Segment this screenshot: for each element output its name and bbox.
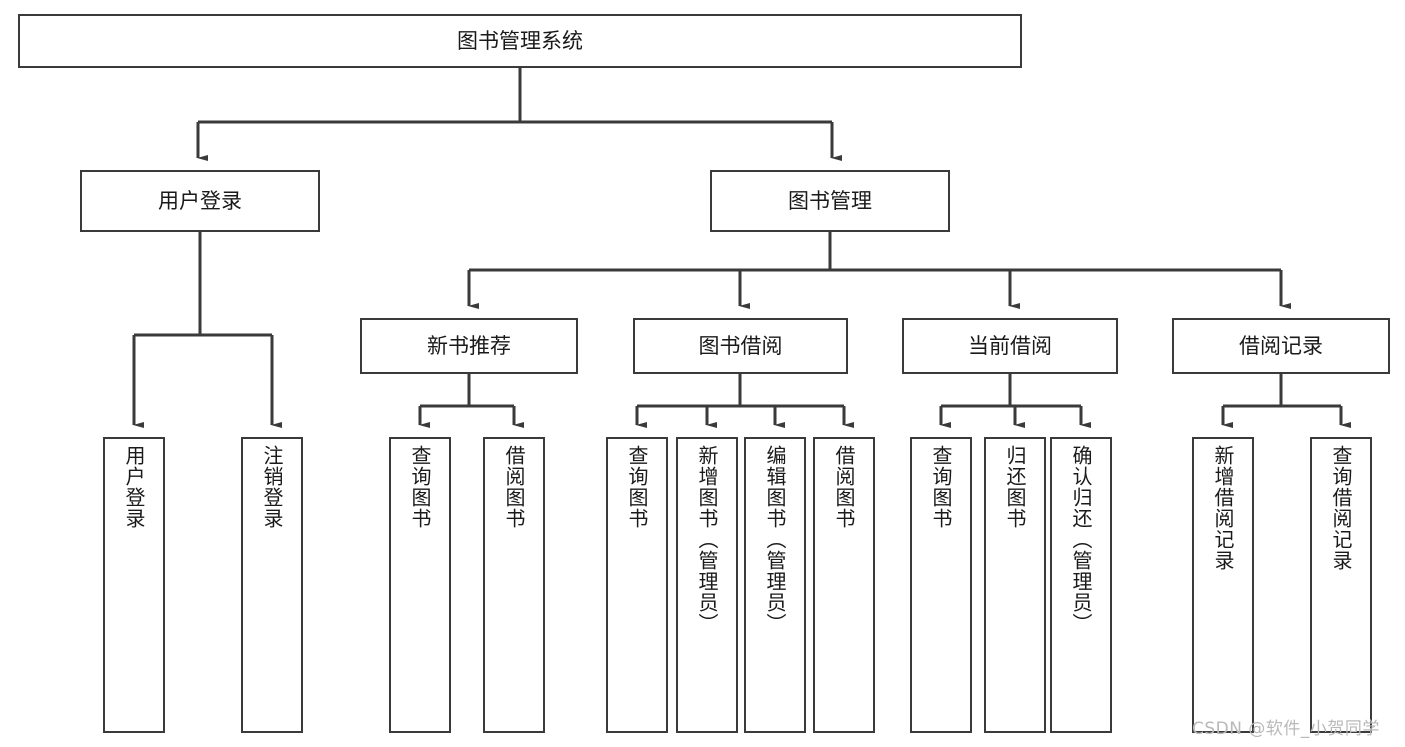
node-borrow-record[interactable]: 借阅记录 xyxy=(1172,318,1390,374)
node-book-borrow-label: 图书借阅 xyxy=(698,333,783,358)
node-book-manage-label: 图书管理 xyxy=(788,188,872,213)
node-leaf-edit-book[interactable]: 编辑图书（管理员） xyxy=(744,437,806,733)
node-leaf-add-record[interactable]: 新增借阅记录 xyxy=(1192,437,1254,733)
node-leaf-query-record[interactable]: 查询借阅记录 xyxy=(1310,437,1372,733)
node-leaf-query-book-1[interactable]: 查询图书 xyxy=(389,437,451,733)
node-leaf-return-book-label: 归还图书 xyxy=(1003,445,1027,529)
csdn-watermark: CSDN @软件_小贺同学 xyxy=(1192,719,1380,739)
node-book-manage[interactable]: 图书管理 xyxy=(710,170,950,232)
node-book-borrow[interactable]: 图书借阅 xyxy=(633,318,848,374)
node-leaf-query-book-3-label: 查询图书 xyxy=(929,445,953,529)
node-leaf-borrow-book-1[interactable]: 借阅图书 xyxy=(483,437,545,733)
node-leaf-user-logout-label: 注销登录 xyxy=(260,445,284,529)
node-leaf-query-book-2[interactable]: 查询图书 xyxy=(606,437,668,733)
node-user-login[interactable]: 用户登录 xyxy=(80,170,320,232)
node-leaf-edit-book-label: 编辑图书（管理员） xyxy=(763,445,787,634)
node-leaf-confirm-return-label: 确认归还（管理员） xyxy=(1069,445,1093,634)
node-leaf-return-book[interactable]: 归还图书 xyxy=(984,437,1046,733)
node-leaf-user-logout[interactable]: 注销登录 xyxy=(241,437,303,733)
node-leaf-user-login[interactable]: 用户登录 xyxy=(103,437,165,733)
node-root[interactable]: 图书管理系统 xyxy=(18,14,1022,68)
node-leaf-add-book-label: 新增图书（管理员） xyxy=(695,445,719,634)
node-leaf-add-record-label: 新增借阅记录 xyxy=(1211,445,1235,571)
node-new-book-rec-label: 新书推荐 xyxy=(427,333,511,358)
node-root-label: 图书管理系统 xyxy=(457,28,583,53)
node-leaf-borrow-book-2-label: 借阅图书 xyxy=(832,445,856,529)
node-new-book-rec[interactable]: 新书推荐 xyxy=(360,318,578,374)
node-leaf-borrow-book-1-label: 借阅图书 xyxy=(502,445,526,529)
node-leaf-query-book-2-label: 查询图书 xyxy=(625,445,649,529)
node-borrow-record-label: 借阅记录 xyxy=(1239,333,1323,358)
node-leaf-confirm-return[interactable]: 确认归还（管理员） xyxy=(1050,437,1112,733)
node-leaf-user-login-label: 用户登录 xyxy=(122,445,146,529)
node-current-borrow[interactable]: 当前借阅 xyxy=(902,318,1118,374)
node-user-login-label: 用户登录 xyxy=(158,188,242,213)
node-leaf-query-book-1-label: 查询图书 xyxy=(408,445,432,529)
node-leaf-query-record-label: 查询借阅记录 xyxy=(1329,445,1353,571)
node-leaf-add-book[interactable]: 新增图书（管理员） xyxy=(676,437,738,733)
node-current-borrow-label: 当前借阅 xyxy=(968,333,1052,358)
node-leaf-query-book-3[interactable]: 查询图书 xyxy=(910,437,972,733)
node-leaf-borrow-book-2[interactable]: 借阅图书 xyxy=(813,437,875,733)
